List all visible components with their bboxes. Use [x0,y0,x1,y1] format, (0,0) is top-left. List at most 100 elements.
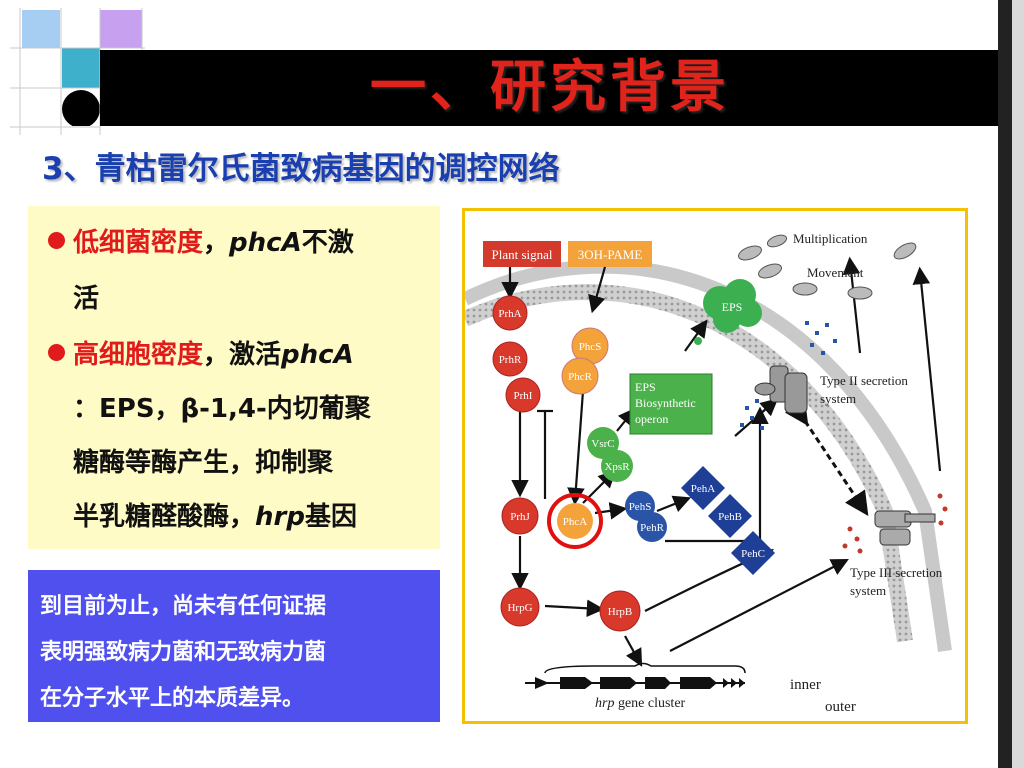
bullet-2-l4-gene: hrp [255,502,305,532]
eps-operon-line-2: Biosynthetic [635,396,696,410]
label-phca: PhcA [563,516,588,528]
node-prha [492,295,528,331]
oh-pame-box [568,241,652,267]
label-peha: PehA [691,483,716,495]
label-prhj: PrhJ [510,511,530,523]
hrp-cluster-rest: gene cluster [614,696,685,711]
note-line-3: 在分子水平上的本质差异。 [40,686,305,711]
bullet-1-gene: phcA [229,228,302,258]
dashed-t2ss-t3ss [785,399,869,516]
type3-label-2: system [850,583,886,598]
outer-label: outer [825,699,856,715]
node-peha [681,466,725,510]
bullet-2-l4-pre: 半乳糖醛酸酶， [73,502,256,532]
bullet-dot-icon [48,344,65,361]
bullet-2-line-3: 糖酶等酶产生，抑制聚 [73,448,334,478]
slide-title: 一、研究背景 [370,55,730,120]
note-box: 到目前为止，尚未有任何证据 表明强致病力菌和无致病力菌 在分子水平上的本质差异。 [28,570,440,722]
label-vsrc: VsrC [591,438,614,450]
arrow-t3ss-movement [912,266,942,472]
title-bar [100,50,1000,126]
eps-operon-line-1: EPS [635,380,656,394]
oh-pame-label: 3OH-PAME [578,247,643,262]
type2-label-1: Type II secretion [820,373,908,388]
type3-label-1: Type III secretion [850,565,943,580]
type2-label-2: system [820,391,856,406]
plant-signal-box [483,241,561,267]
arrow-to-t2ss [734,398,779,437]
corner-square-circle [62,90,100,126]
type3-effectors [842,493,948,554]
bullet-2-comma: ，激活 [203,340,282,370]
bullet-2-gene: phcA [281,340,354,370]
eps-operon-box [629,373,713,435]
type3-secretion-apparatus [874,510,936,546]
bullet-1-line-1: 低细菌密度，phcA不激 [48,226,354,260]
label-xpsr: XpsR [604,461,630,473]
bullet-2-line-1: 高细胞密度，激活phcA [48,338,354,372]
regulatory-network-diagram: Plant signal 3OH-PAME PrhA PrhR [461,208,968,724]
bullet-2-line-2: ：EPS，β-1,4-内切葡聚 [73,394,371,424]
multiplication-label: Multiplication [793,231,868,246]
right-edge-bar-light [1012,0,1024,768]
movement-label: Movement [807,265,864,280]
bacteria-icons [738,234,917,300]
bullet-1-line-2: 活 [73,284,100,314]
inner-label: inner [790,677,821,693]
label-prha: PrhA [498,308,521,320]
bullet-1-rest: 不激 [301,228,354,258]
node-pehc [731,531,775,575]
phca-highlight-ring [547,493,603,549]
arrow-operon-eps [684,319,708,352]
bullet-2-line-4: 半乳糖醛酸酶，hrp基因 [73,500,357,534]
bullet-box: 低细菌密度，phcA不激 活 高细胞密度，激活phcA ：EPS，β-1,4-内… [28,206,440,549]
arrow-pame-phcs [588,266,607,314]
hrp-cluster-label: hrp gene cluster [595,696,686,711]
bullet-2-red: 高细胞密度 [73,340,204,370]
label-phcr: PhcR [568,371,593,383]
slide-subtitle: 3、青枯雷尔氏菌致病基因的调控网络 [42,151,560,187]
label-hrpb: HrpB [608,606,632,618]
eps-cloud-label: EPS [722,300,743,314]
bullet-1-comma: ， [203,228,230,258]
label-phcs: PhcS [579,341,602,353]
eps-operon-line-3: operon [635,412,668,426]
node-pehb [708,494,752,538]
node-prhi [505,377,541,413]
label-pehc: PehC [741,548,765,560]
arrow-t2ss-multiplication [842,256,862,354]
corner-square-purple [100,10,142,48]
node-prhj [501,497,539,535]
arrow-phcr-phca [567,390,585,506]
label-prhi: PrhI [514,390,533,402]
bullet-1-red: 低细菌密度 [73,228,204,258]
plant-signal-label: Plant signal [491,247,552,262]
bullet-dot-icon [48,232,65,249]
diagram-svg: Plant signal 3OH-PAME PrhA PrhR [461,231,952,715]
inner-membrane [461,284,913,643]
arrow-hrpg-hrpb [544,599,605,618]
node-xpsr [601,450,633,482]
arrow-pehr-peha [656,495,692,513]
arrow-hrpb-t3ss-2 [669,558,849,652]
label-pehb: PehB [718,511,742,523]
label-hrpg: HrpG [507,602,532,614]
corner-square-teal [62,48,100,88]
bullet-2-l4-post: 基因 [304,502,357,532]
eps-cloud [694,279,762,345]
hrp-cluster-italic: hrp [595,696,614,711]
node-phca [557,503,593,539]
note-line-2: 表明强致病力菌和无致病力菌 [40,640,327,665]
label-pehs: PehS [629,501,652,513]
arrow-hrpb-cluster [624,635,643,667]
right-edge-bar [998,0,1012,768]
node-hrpg [500,587,540,627]
label-pehr: PehR [640,522,665,534]
node-phcr [561,357,599,395]
type2-secretion-apparatus [754,365,808,414]
note-line-1: 到目前为止，尚未有任何证据 [40,594,327,619]
label-prhr: PrhR [499,354,522,366]
corner-square-light-blue [22,10,60,48]
secreted-proteins [740,321,837,430]
node-prhr [492,341,528,377]
